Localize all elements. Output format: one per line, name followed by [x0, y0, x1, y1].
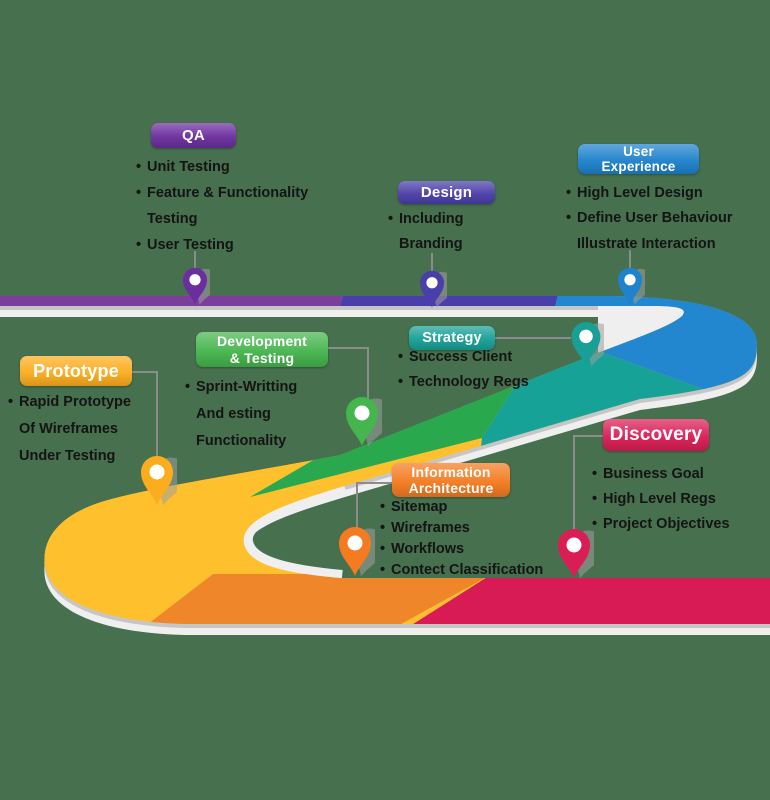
- list-item: Illustrate Interaction: [577, 235, 716, 252]
- stage-list-design: Including Branding: [388, 206, 463, 256]
- right-turn-inner-rim: [598, 306, 684, 353]
- list-item: Rapid Prototype: [8, 388, 131, 415]
- list-item: Contect Classification: [380, 559, 543, 580]
- list-item: Sprint-Writting: [185, 373, 297, 400]
- stage-list-user-experience: High Level Design Define User Behaviour …: [566, 180, 733, 257]
- stage-badge-prototype: Prototype: [20, 356, 132, 386]
- connector-qa: [194, 251, 196, 271]
- list-item: Feature & Functionality: [136, 180, 308, 206]
- list-item: Workflows: [380, 538, 543, 559]
- stage-list-discovery: Business Goal High Level Regs Project Ob…: [592, 461, 730, 536]
- stage-badge-design: Design: [398, 181, 495, 204]
- list-item: Wireframes: [380, 517, 543, 538]
- connector-information-architecture: [356, 482, 392, 484]
- map-pin-strategy-icon: [571, 322, 604, 367]
- list-item: Functionality: [196, 432, 287, 449]
- pin-body: [558, 529, 590, 578]
- pin-body: [346, 397, 378, 446]
- stage-list-qa: Unit Testing Feature & Functionality Tes…: [136, 154, 308, 258]
- list-item: Business Goal: [592, 461, 730, 486]
- list-item: Project Objectives: [592, 511, 730, 536]
- pin-dot: [579, 329, 593, 344]
- pin-dot: [566, 537, 582, 553]
- map-pin-discovery-icon: [558, 529, 594, 579]
- connector-prototype: [156, 371, 158, 458]
- list-item: Technology Regs: [398, 369, 529, 394]
- left-turn-inner-rim: [238, 481, 347, 584]
- pin-body: [141, 456, 173, 505]
- map-pin-information-architecture-icon: [339, 527, 375, 577]
- segment-orange: [122, 574, 492, 624]
- pin-dot: [426, 277, 438, 289]
- connector-discovery: [573, 435, 575, 532]
- pin-body: [183, 267, 207, 305]
- map-pin-development-icon: [346, 397, 382, 447]
- stage-list-strategy: Success Client Technology Regs: [398, 344, 529, 394]
- list-item: And esting: [196, 405, 271, 422]
- stage-badge-discovery: Discovery: [603, 419, 709, 451]
- stage-badge-qa: QA: [151, 123, 236, 148]
- list-item: Testing: [147, 211, 198, 227]
- stage-badge-strategy: Strategy: [409, 326, 495, 350]
- connector-development: [367, 347, 369, 400]
- connector-strategy: [495, 337, 571, 339]
- connector-design: [431, 253, 433, 273]
- map-pin-user-experience-icon: [618, 267, 645, 305]
- pin-dot: [189, 274, 201, 286]
- pin-dot: [354, 405, 370, 421]
- list-item: Branding: [399, 235, 463, 252]
- list-item: User Testing: [136, 232, 308, 258]
- pin-body: [339, 527, 371, 576]
- stage-list-prototype: Rapid Prototype Of Wireframes Under Test…: [8, 388, 131, 469]
- list-item: Sitemap: [380, 496, 543, 517]
- connector-prototype: [132, 371, 158, 373]
- connector-development: [328, 347, 369, 349]
- stage-badge-user-experience: User Experience: [578, 144, 699, 174]
- connector-information-architecture: [356, 482, 358, 530]
- connector-discovery: [573, 435, 604, 437]
- map-pin-prototype-icon: [141, 456, 177, 506]
- list-item: Define User Behaviour: [566, 206, 733, 232]
- stage-list-information-architecture: Sitemap Wireframes Workflows Contect Cla…: [380, 496, 543, 580]
- map-pin-design-icon: [420, 270, 447, 308]
- segment-green: [250, 386, 515, 497]
- stage-badge-development-testing: Development & Testing: [196, 332, 328, 367]
- stage-list-development-testing: Sprint-Writting And esting Functionality: [185, 373, 297, 454]
- list-item: Under Testing: [19, 447, 116, 464]
- list-item: Including: [388, 206, 463, 231]
- connector-ux: [629, 250, 631, 271]
- pin-body: [618, 267, 642, 305]
- list-item: Unit Testing: [136, 154, 308, 180]
- pin-dot: [149, 464, 165, 480]
- list-item: High Level Design: [566, 180, 733, 206]
- pin-dot: [347, 535, 363, 551]
- stage-badge-information-architecture: Information Architecture: [392, 463, 510, 497]
- pin-body: [571, 322, 601, 367]
- segment-crimson: [388, 574, 770, 624]
- pin-dot: [624, 274, 636, 286]
- list-item: Of Wireframes: [19, 420, 118, 437]
- pin-body: [420, 270, 444, 308]
- map-pin-qa-icon: [183, 267, 210, 305]
- list-item: High Level Regs: [592, 486, 730, 511]
- list-item: Success Client: [398, 344, 529, 369]
